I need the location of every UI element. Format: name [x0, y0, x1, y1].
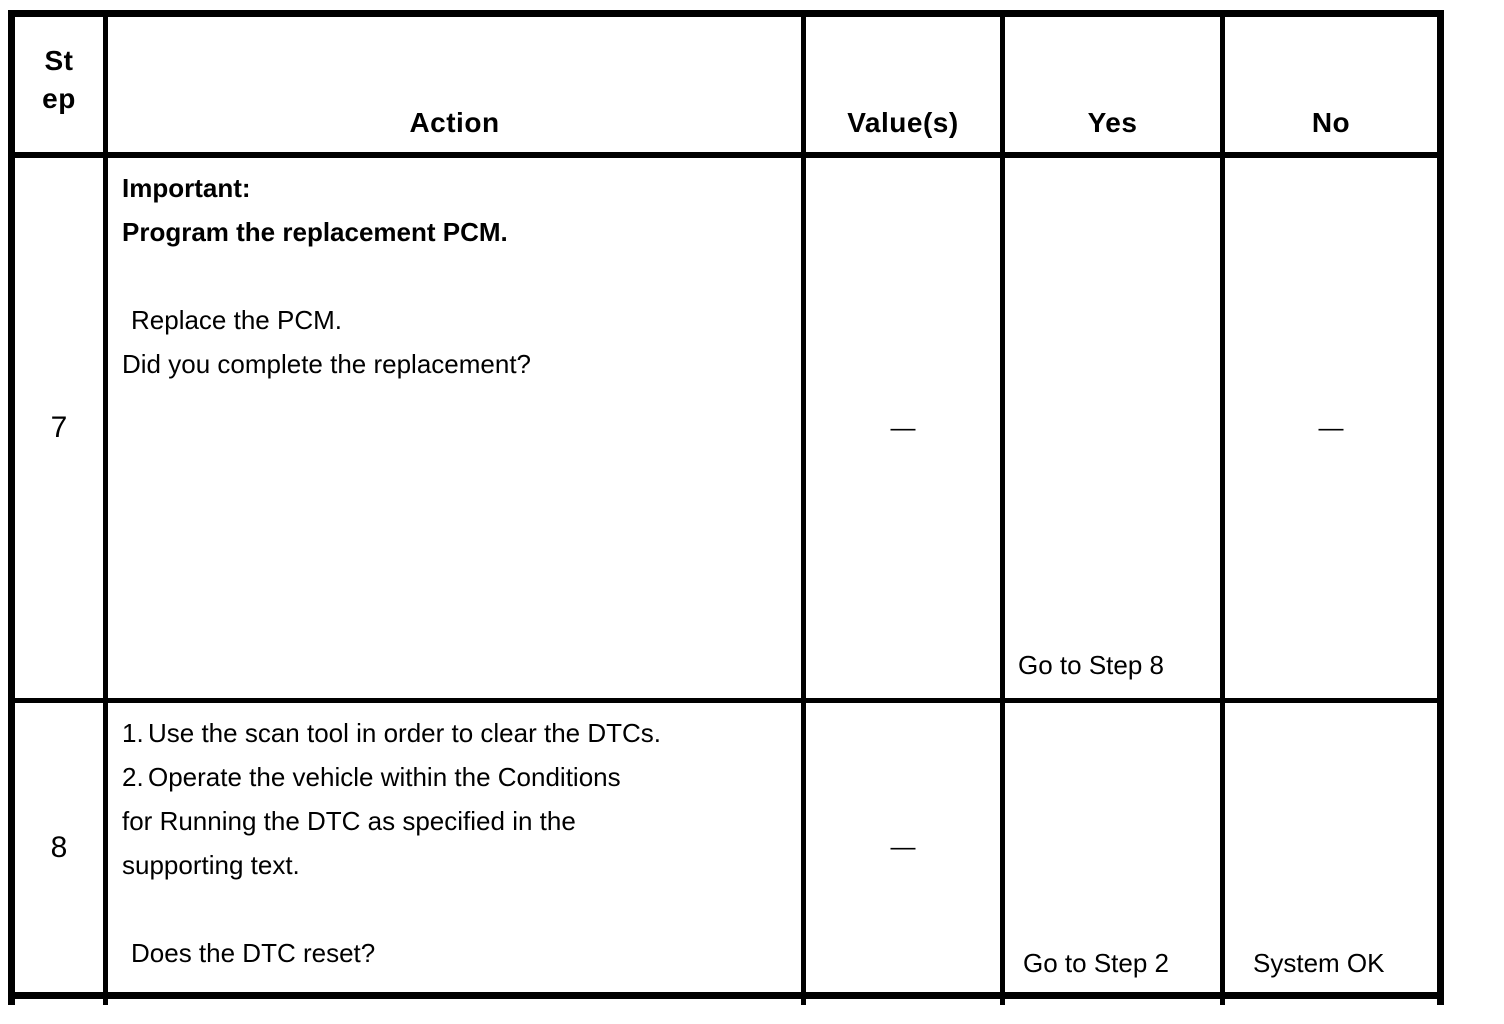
action-cell-step8: 1.Use the scan tool in order to clear th… [108, 703, 806, 992]
col-header-step-line1: St [44, 45, 74, 76]
blank-line [122, 887, 791, 931]
col-header-step-line2: ep [42, 83, 76, 114]
border-stub [8, 999, 15, 1005]
action-cell-step7: Important: Program the replacement PCM. … [108, 158, 806, 703]
col-header-no: No [1225, 17, 1437, 158]
no-cell-step7: — [1225, 158, 1437, 703]
no-cell-step8: System OK [1253, 948, 1385, 978]
step-number-8: 8 [15, 703, 108, 992]
continuation-line-2: supporting text. [122, 850, 300, 880]
value-cell-step8: — [806, 703, 1005, 992]
yes-cell-step7: Go to Step 8 [1005, 158, 1225, 703]
step-number-7: 7 [15, 158, 108, 703]
list-item-1-number: 1. [122, 718, 144, 748]
question-text: Does the DTC reset? [131, 938, 376, 968]
list-item-2: 2.Operate the vehicle within the Conditi… [122, 755, 791, 799]
list-item-1: 1.Use the scan tool in order to clear th… [122, 711, 791, 755]
border-stub [1220, 999, 1225, 1005]
important-label: Important: [122, 173, 251, 203]
continuation-line-1: for Running the DTC as specified in the [122, 806, 576, 836]
col-header-yes: Yes [1005, 17, 1225, 158]
yes-cell-step8: Go to Step 2 [1005, 703, 1225, 992]
blank-line [122, 254, 791, 298]
border-stub [1437, 999, 1444, 1005]
col-header-step: St ep [15, 17, 108, 158]
border-stub [103, 999, 108, 1005]
value-cell-step7: — [806, 158, 1005, 703]
important-text: Program the replacement PCM. [122, 217, 508, 247]
list-item-2-text: Operate the vehicle within the Condition… [148, 762, 621, 792]
list-item-2-number: 2. [122, 762, 144, 792]
diagnostic-table: St ep Action Value(s) Yes No 7 Important… [8, 10, 1444, 999]
border-stub [801, 999, 806, 1005]
list-item-1-text: Use the scan tool in order to clear the … [148, 718, 662, 748]
question-text: Did you complete the replacement? [122, 349, 532, 379]
border-stub [1000, 999, 1005, 1005]
col-header-action: Action [108, 17, 806, 158]
col-header-values: Value(s) [806, 17, 1005, 158]
instruction-text: Replace the PCM. [131, 305, 342, 335]
